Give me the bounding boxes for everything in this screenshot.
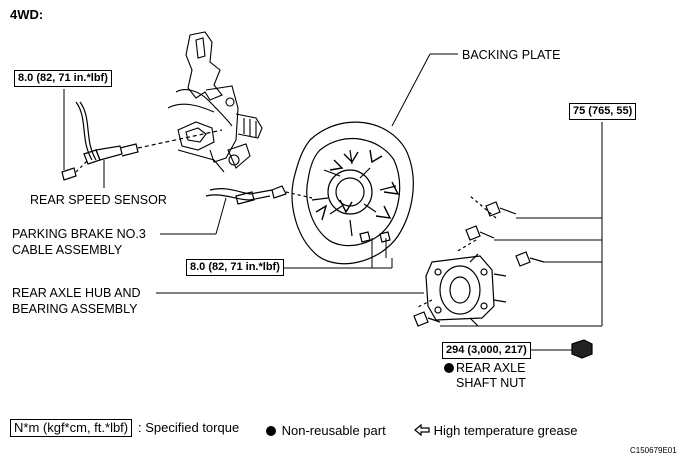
torque-spec-sensor-bolt: 8.0 (82, 71 in.*lbf) bbox=[14, 70, 112, 87]
label-axle-nut-line2: SHAFT NUT bbox=[456, 376, 526, 390]
torque-spec-hub-bolts: 75 (765, 55) bbox=[569, 103, 637, 120]
legend-non-reusable: Non-reusable part bbox=[266, 424, 386, 438]
label-hub-line1: REAR AXLE HUB AND bbox=[12, 286, 141, 300]
backing-plate-drawing bbox=[291, 121, 414, 265]
label-axle-nut-text: REAR AXLE bbox=[456, 361, 526, 375]
non-reusable-dot-icon bbox=[444, 363, 454, 373]
legend-non-reusable-text: Non-reusable part bbox=[281, 423, 386, 438]
speed-sensor-drawing bbox=[61, 101, 223, 181]
label-axle-nut-line1: REAR AXLE bbox=[444, 361, 525, 375]
torque-spec-axle-nut: 294 (3,000, 217) bbox=[442, 342, 531, 359]
figure-code: C150679E01 bbox=[630, 446, 677, 455]
label-parking-brake-line2: CABLE ASSEMBLY bbox=[12, 243, 123, 257]
parking-brake-cable-drawing bbox=[205, 185, 313, 205]
legend-dot-icon bbox=[266, 426, 276, 436]
leader-lines bbox=[63, 53, 603, 351]
torque-spec-plate-bolts: 8.0 (82, 71 in.*lbf) bbox=[186, 259, 284, 276]
label-hub-line2: BEARING ASSEMBLY bbox=[12, 302, 138, 316]
axle-nut-drawing bbox=[571, 339, 593, 359]
label-parking-brake-line1: PARKING BRAKE NO.3 bbox=[12, 227, 146, 241]
legend-torque-unit: N*m (kgf*cm, ft.*lbf) bbox=[10, 419, 133, 437]
axle-hub-drawing bbox=[415, 253, 507, 327]
page-title: 4WD: bbox=[10, 7, 44, 22]
legend-grease: High temperature grease bbox=[414, 424, 577, 438]
hub-bolts-drawing bbox=[413, 195, 545, 327]
legend-grease-text: High temperature grease bbox=[433, 423, 578, 438]
grease-arrow-icon bbox=[414, 423, 430, 437]
label-rear-speed-sensor: REAR SPEED SENSOR bbox=[30, 193, 167, 207]
steering-knuckle-drawing bbox=[167, 31, 263, 173]
label-backing-plate: BACKING PLATE bbox=[462, 48, 561, 62]
legend-torque-desc: : Specified torque bbox=[138, 420, 240, 435]
